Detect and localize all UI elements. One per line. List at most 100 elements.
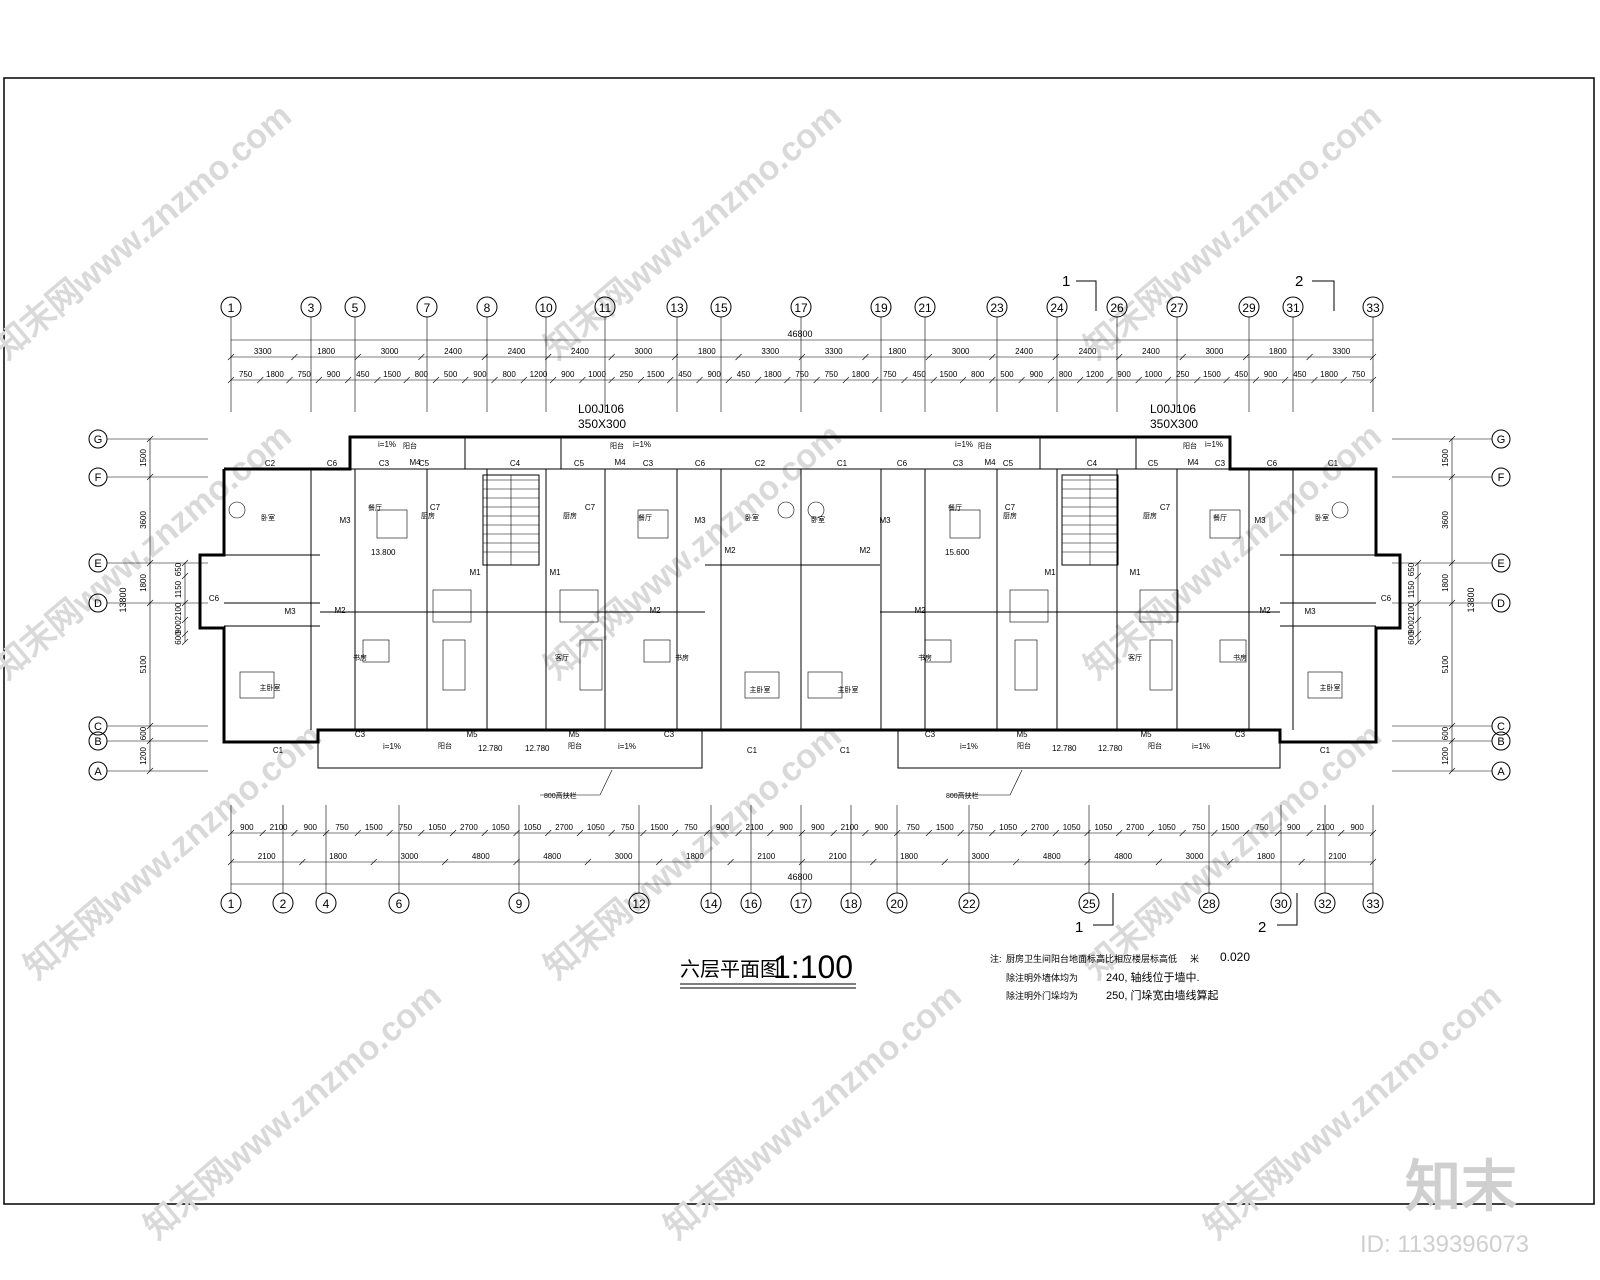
detail-size-left: 350X300 (578, 417, 626, 431)
opening-tag-50: M3 (879, 516, 891, 525)
top-dims-row2-label-8: 900 (473, 370, 487, 379)
top-dims-row1-tick-18 (1369, 353, 1377, 361)
elevation-balcony-3: 12.780 (1052, 744, 1077, 753)
bottom-dims-row2-tick-1 (299, 858, 306, 866)
bottom-dims-row1-label-14: 750 (684, 823, 698, 832)
top-dims-row2-tick-37 (1311, 376, 1318, 384)
bottom-dims-row1-tick-3 (322, 829, 330, 837)
bottom-dims-row2-label-0: 2100 (258, 852, 276, 861)
top-axis-label-24: 24 (1050, 301, 1064, 315)
furniture-15 (1219, 639, 1247, 663)
bottom-dims-row1-label-5: 750 (399, 823, 413, 832)
top-dims-row2-label-22: 750 (883, 370, 897, 379)
bottom-axis-label-2: 2 (280, 897, 287, 911)
notes-line2: 除注明外墙体均为 (1006, 972, 1078, 983)
top-dims-row1-label-7: 1800 (698, 347, 716, 356)
top-dims-row2-tick-9 (491, 376, 498, 384)
bottom-dims-row1-label-19: 2100 (841, 823, 859, 832)
opening-tag-34: M5 (1016, 730, 1028, 739)
bottom-dims-row1-label-22: 1500 (936, 823, 954, 832)
top-axis-label-10: 10 (539, 301, 553, 315)
bottom-dims-row1-label-23: 750 (970, 823, 984, 832)
opening-tag-21: C1 (747, 746, 758, 755)
left-dims-tick-0 (146, 435, 154, 443)
top-dims-row1-tick-7 (671, 353, 679, 361)
bottom-dims-row1-tick-30 (1179, 829, 1186, 837)
bottom-axis-label-33: 33 (1366, 897, 1380, 911)
top-dims-row2-tick-27 (1018, 376, 1025, 384)
top-dims-row2-tick-21 (842, 376, 850, 384)
top-dims-row2-label-34: 450 (1235, 370, 1249, 379)
opening-tag-27: C6 (1381, 594, 1392, 603)
plant-icon-1 (777, 501, 795, 519)
top-dims-row2-tick-23 (901, 376, 908, 384)
left-dims-label-2: 1800 (139, 574, 148, 592)
top-dims-row2-label-12: 1000 (588, 370, 606, 379)
drawing-frame (3, 77, 1595, 1205)
top-axis-label-29: 29 (1242, 301, 1256, 315)
bottom-dims-row1-label-24: 1050 (999, 823, 1017, 832)
right-dims-tick-2 (1448, 559, 1456, 567)
top-dims-row2-tick-6 (403, 376, 410, 384)
bottom-axis-label-28: 28 (1202, 897, 1216, 911)
pipe-note-left: 800高扶栏 (544, 791, 577, 800)
image-id-label: ID: 1139396073 (1360, 1231, 1529, 1258)
room-label-29: 阳台 (1183, 441, 1197, 450)
room-label-9: 卧室 (745, 513, 759, 522)
top-axis-label-8: 8 (484, 301, 491, 315)
left-dims-tick-4 (146, 722, 154, 730)
bottom-axis-label-20: 20 (890, 897, 904, 911)
top-axis-label-1: 1 (228, 301, 235, 315)
top-axis-label-19: 19 (874, 301, 888, 315)
opening-tag-0: C2 (265, 459, 276, 468)
bottom-dims-row1-tick-2 (291, 829, 298, 837)
top-dims-row2-label-5: 1500 (383, 370, 401, 379)
notes-prefix: 注: (990, 953, 1002, 964)
slope-7: i=1% (955, 440, 973, 449)
bottom-dims-row1-label-30: 750 (1192, 823, 1206, 832)
row-axis-left-label-A: A (94, 766, 102, 778)
bottom-dims-row1-tick-16 (735, 829, 742, 837)
furniture-7 (1209, 509, 1241, 539)
bottom-dims-row1-label-33: 900 (1287, 823, 1301, 832)
room-label-23: 阳台 (568, 741, 582, 750)
furniture-13 (643, 639, 671, 663)
right-sub-dims-tick-4 (1414, 630, 1422, 638)
top-axis-label-27: 27 (1170, 301, 1184, 315)
room-label-28: 阳台 (978, 441, 992, 450)
drawing-scale: 1:100 (773, 949, 853, 985)
row-axis-left-label-B: B (94, 736, 101, 748)
top-dims-row1-label-8: 3300 (761, 347, 779, 356)
right-sub-dims-label-2: 2100 (1407, 602, 1416, 620)
top-dims-row2-label-16: 900 (707, 370, 721, 379)
row-axis-right-label-G: G (1497, 434, 1506, 446)
opening-tag-15: C3 (1215, 459, 1226, 468)
top-dims-row2-label-25: 800 (971, 370, 985, 379)
left-dims-tick-3 (146, 599, 154, 607)
right-dims-tick-3 (1448, 599, 1456, 607)
bottom-axis-label-25: 25 (1082, 897, 1096, 911)
total-width-bottom: 46800 (787, 872, 812, 882)
furniture-1 (559, 589, 599, 623)
opening-tag-10: C6 (897, 459, 908, 468)
top-dims-row2-tick-35 (1252, 376, 1260, 384)
top-dims-row2-tick-36 (1281, 376, 1289, 384)
top-axis-label-17: 17 (794, 301, 808, 315)
top-dims-row1-label-2: 3000 (381, 347, 399, 356)
room-label-22: 阳台 (438, 741, 452, 750)
row-axis-left-label-G: G (94, 434, 103, 446)
bottom-dims-row1-label-4: 1500 (365, 823, 383, 832)
notes-line1-unit: 米 (1190, 953, 1199, 964)
bottom-dims-row1-tick-7 (449, 829, 457, 837)
bottom-dims-row1-label-12: 750 (621, 823, 635, 832)
right-dims-label-1: 3600 (1441, 511, 1450, 529)
bottom-dims-row2-label-2: 3000 (401, 852, 419, 861)
opening-tag-22: C1 (840, 746, 851, 755)
top-dims-row2-label-3: 900 (327, 370, 341, 379)
bottom-dims-row1-tick-13 (640, 829, 647, 837)
section-mark-1-bottom-label: 1 (1075, 919, 1083, 936)
right-sub-dims-tick-2 (1414, 599, 1422, 607)
furniture-2 (1009, 589, 1049, 623)
